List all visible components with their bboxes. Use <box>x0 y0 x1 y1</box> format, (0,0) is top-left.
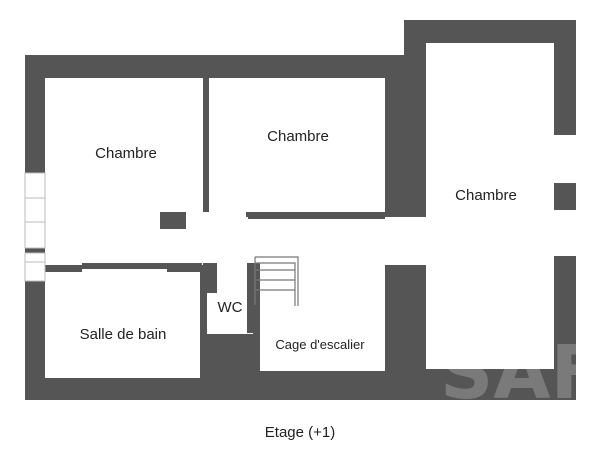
corridor-left <box>45 212 160 222</box>
floor-label: Etage (+1) <box>264 424 336 441</box>
windows-left <box>24 172 46 282</box>
window-right-2 <box>554 210 576 256</box>
floor-areas <box>0 43 600 461</box>
label-chambre-2: Chambre <box>267 128 329 145</box>
watermark-logo: SAF <box>440 330 600 416</box>
wall-stub-5 <box>247 263 260 333</box>
label-chambre-1: Chambre <box>95 145 157 162</box>
room-salle-de-bain <box>45 272 200 378</box>
window-right-1 <box>554 135 576 183</box>
label-wc: WC <box>218 299 243 316</box>
wall-stub-1 <box>160 213 186 229</box>
room-wc <box>207 287 253 334</box>
wall-stub-3 <box>82 263 202 269</box>
plan-baseline-area <box>0 400 600 461</box>
corridor-gap <box>186 212 246 222</box>
wall-stub-4 <box>203 263 217 293</box>
room-chambre-1 <box>45 78 203 212</box>
stairs <box>254 256 299 306</box>
room-cage-escalier <box>260 256 385 371</box>
wall-stub-2 <box>248 213 385 219</box>
label-chambre-3: Chambre <box>455 187 517 204</box>
label-salle-de-bain: Salle de bain <box>80 326 167 343</box>
room-chambre-3 <box>426 43 554 369</box>
wc-entry <box>217 262 247 290</box>
label-cage-escalier: Cage d'escalier <box>275 337 365 352</box>
window-left-2 <box>24 252 46 282</box>
window-left-1 <box>24 172 46 249</box>
room-chambre-2 <box>209 78 385 212</box>
